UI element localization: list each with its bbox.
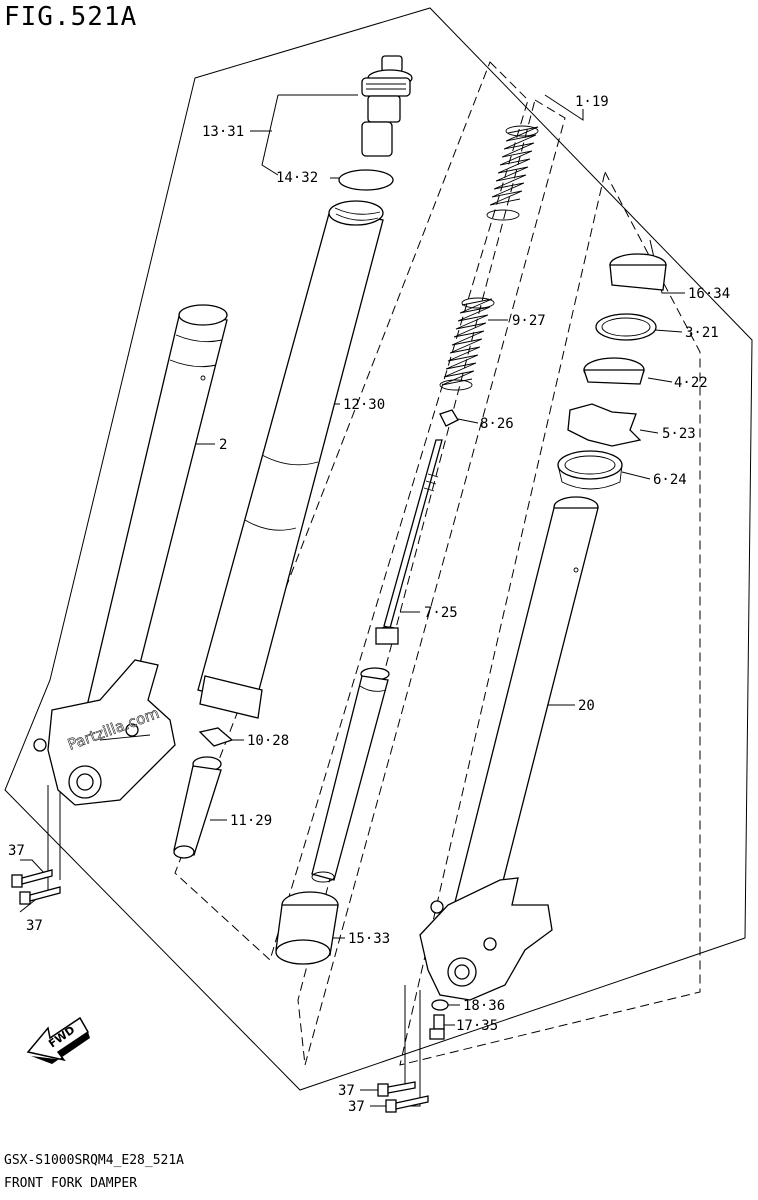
model-code: GSX-S1000SRQM4_E28_521A — [4, 1153, 185, 1168]
callout-18-36: 18·36 — [463, 998, 505, 1014]
callout-3-21: 3·21 — [685, 325, 719, 341]
callout-14-32: 14·32 — [276, 170, 318, 186]
callout-6-24: 6·24 — [653, 472, 687, 488]
callout-4-22: 4·22 — [674, 375, 708, 391]
callout-17-35: 17·35 — [456, 1018, 498, 1034]
callout-37-left-lower: 37 — [26, 918, 43, 934]
retaining-ring — [567, 403, 642, 447]
callout-16-34: 16·34 — [688, 286, 730, 302]
guide-collar — [275, 891, 339, 965]
outer-tube-right — [447, 496, 599, 941]
callout-8-26: 8·26 — [480, 416, 514, 432]
callout-20: 20 — [578, 698, 595, 714]
callout-11-29: 11·29 — [230, 813, 272, 829]
inner-tube — [197, 200, 384, 719]
callout-15-33: 15·33 — [348, 931, 390, 947]
axle-pinch-bolts-left — [11, 869, 61, 905]
forward-direction-arrow: FWD — [26, 1016, 90, 1064]
oil-lock-collar — [173, 756, 222, 859]
axle-pinch-bolts-right — [377, 1081, 429, 1113]
callout-1-19: 1·19 — [575, 94, 609, 110]
callout-37-right-lower: 37 — [348, 1099, 365, 1115]
left-fork-bottom-bracket — [33, 659, 176, 806]
copper-washer — [431, 999, 449, 1011]
right-outer-tube-outline — [399, 170, 701, 1066]
guide-bushing — [609, 253, 667, 291]
callout-13-31: 13·31 — [202, 124, 244, 140]
drain-bolt — [429, 1014, 445, 1040]
callout-2: 2 — [219, 437, 227, 453]
callout-5-23: 5·23 — [662, 426, 696, 442]
callout-9-27: 9·27 — [512, 313, 546, 329]
lock-nut — [439, 409, 459, 427]
figure-title: FIG.521A — [4, 2, 138, 32]
oil-seal — [557, 450, 623, 490]
fork-cap-bolt — [361, 55, 413, 157]
callout-7-25: 7·25 — [424, 605, 458, 621]
o-ring — [338, 169, 394, 191]
damper-cylinder — [311, 667, 390, 883]
washer — [583, 357, 645, 385]
oil-lock-piece — [198, 727, 234, 747]
slide-bushing — [595, 313, 657, 341]
damper-group-outline — [174, 61, 529, 961]
damper-rod — [375, 439, 443, 645]
callout-10-28: 10·28 — [247, 733, 289, 749]
fork-springs — [439, 125, 539, 391]
callout-37-left-upper: 37 — [8, 843, 25, 859]
assembly-outline — [4, 7, 753, 1091]
callout-12-30: 12·30 — [343, 397, 385, 413]
right-fork-bottom-bracket — [419, 877, 553, 1001]
callout-37-right-upper: 37 — [338, 1083, 355, 1099]
outer-tube-left — [69, 304, 228, 791]
figure-description: FRONT FORK DAMPER — [4, 1176, 138, 1191]
